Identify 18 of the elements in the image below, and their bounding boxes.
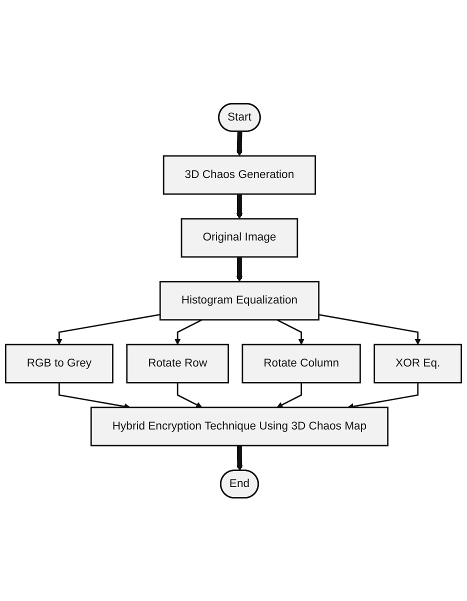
node-box: Histogram Equalization — [159, 280, 320, 320]
arrow — [276, 382, 302, 408]
arrow — [56, 314, 160, 345]
arrow — [318, 314, 421, 345]
node-box: Hybrid Encryption Technique Using 3D Chaos Map — [90, 406, 388, 446]
arrow — [236, 445, 243, 471]
arrow — [236, 194, 243, 219]
arrow — [236, 256, 243, 282]
node-box: RGB to Grey — [4, 344, 114, 384]
arrow — [176, 382, 202, 408]
arrow — [236, 131, 243, 156]
node-box: XOR Eq. — [374, 344, 462, 384]
arrow — [174, 318, 202, 345]
node-box: Original Image — [180, 218, 298, 258]
node-box: 3D Chaos Generation — [162, 154, 316, 195]
node-box: Rotate Row — [126, 344, 230, 384]
arrow — [276, 318, 304, 345]
node-box: Rotate Column — [242, 344, 361, 384]
